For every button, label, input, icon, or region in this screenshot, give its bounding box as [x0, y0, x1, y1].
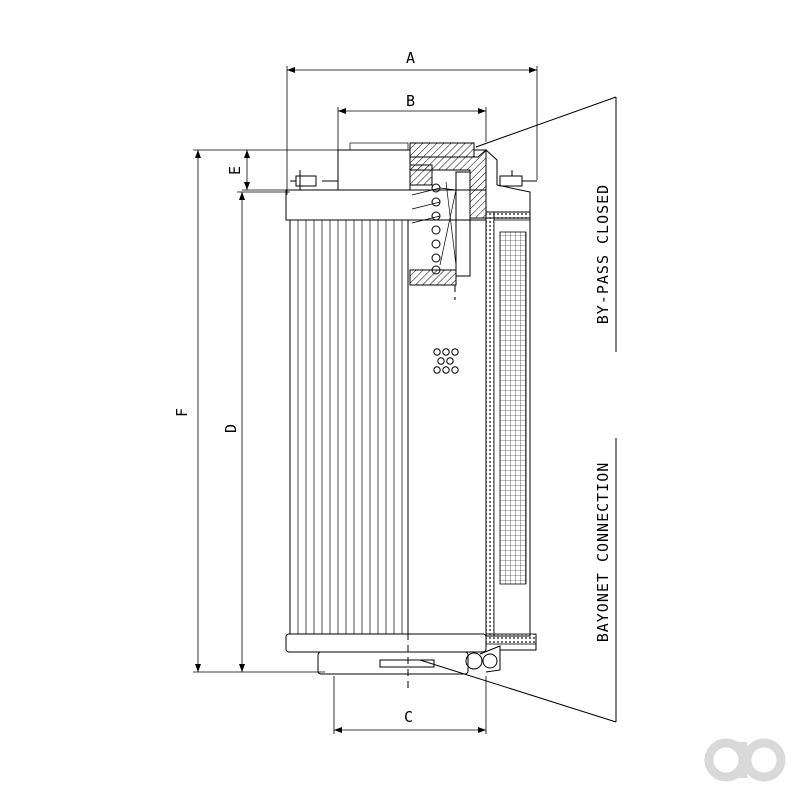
pleated-media — [289, 219, 409, 635]
dimension-b-label: B — [406, 92, 415, 110]
dimension-e-label: E — [226, 165, 244, 175]
dimension-f: F — [173, 149, 338, 673]
dimension-b: B — [337, 92, 487, 150]
bypass-closed-label: BY-PASS CLOSED — [594, 184, 612, 324]
bypass-spring — [411, 181, 457, 275]
dimension-d: D — [222, 191, 290, 672]
dimension-c-label: C — [404, 708, 413, 726]
bypass-valve — [409, 142, 537, 286]
dimension-e: E — [226, 150, 290, 191]
callout-leaders — [419, 96, 617, 723]
bottom-end-cap — [285, 633, 537, 675]
dimension-a-label: A — [406, 49, 415, 67]
bayonet-connection-label: BAYONET CONNECTION — [594, 462, 612, 643]
dimension-a: A — [286, 49, 538, 195]
core-section — [454, 211, 531, 637]
dimension-d-label: D — [222, 423, 240, 433]
perforation-holes — [433, 348, 459, 374]
dimension-c: C — [333, 676, 487, 734]
ao-logo-icon — [704, 738, 786, 782]
dimension-f-label: F — [173, 407, 191, 417]
